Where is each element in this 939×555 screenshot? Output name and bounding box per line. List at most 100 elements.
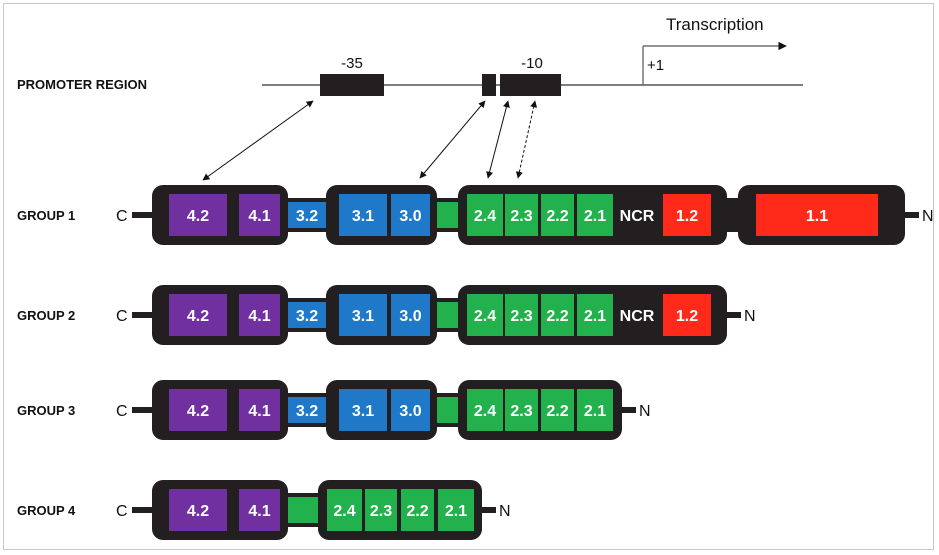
- box-extended-minus10: [482, 74, 496, 96]
- segment-3-0: [391, 194, 430, 236]
- segment-1-1: [756, 194, 878, 236]
- segment-label-ncr: NCR: [620, 208, 655, 225]
- segment-2-1: [577, 294, 613, 336]
- segment-2-2: [401, 489, 434, 531]
- group-label: GROUP 2: [17, 308, 75, 323]
- c-terminus-tail: [132, 212, 152, 218]
- segment-3-0: [391, 294, 430, 336]
- segment-4-1: [239, 489, 280, 531]
- segment-label-2-1: 2.1: [584, 308, 606, 325]
- segment-2-4: [467, 194, 503, 236]
- box-minus35: [320, 74, 384, 96]
- n-terminus-label: N: [499, 503, 511, 520]
- n-terminus-tail: [482, 507, 496, 513]
- diagram-frame: [3, 3, 934, 550]
- segment-2-1: [577, 194, 613, 236]
- segment-label-4-1: 4.1: [248, 308, 270, 325]
- segment-label-3-0: 3.0: [399, 308, 421, 325]
- box-minus10: [500, 74, 561, 96]
- segment-label-2-2: 2.2: [546, 208, 568, 225]
- segment-label-2-4: 2.4: [333, 503, 355, 520]
- segment-label-1-2: 1.2: [676, 208, 698, 225]
- segment-4-2: [169, 294, 227, 336]
- interaction-arrows: [202, 100, 538, 181]
- segment-2-3: [505, 389, 538, 431]
- segment-2-2: [541, 194, 574, 236]
- segment-label-2-1: 2.1: [584, 208, 606, 225]
- group-label: GROUP 1: [17, 208, 75, 223]
- segment-label-4-2: 4.2: [187, 308, 209, 325]
- segment-1-2: [663, 294, 711, 336]
- segment-3-1: [339, 294, 387, 336]
- segment-4-1: [239, 194, 280, 236]
- segment-label-3-2: 3.2: [296, 208, 318, 225]
- segment-label-2-1: 2.1: [445, 503, 467, 520]
- n-terminus-label: N: [744, 308, 756, 325]
- segment-label-3-1: 3.1: [352, 403, 374, 420]
- segment-4-2: [169, 389, 227, 431]
- arrow-minus10-to-2-3-dashed: [515, 100, 538, 179]
- segment-label-1-1: 1.1: [806, 208, 828, 225]
- promoter-region: PROMOTER REGION -35 -10 +1 Transcription: [17, 15, 803, 96]
- c-terminus-label: C: [116, 308, 128, 325]
- segment-4-1: [239, 389, 280, 431]
- segment-2-4: [467, 294, 503, 336]
- segment-2-2: [541, 389, 574, 431]
- linker: [435, 397, 460, 423]
- n-terminus-tail: [905, 212, 919, 218]
- segment-3-1: [339, 389, 387, 431]
- segment-label-3-1: 3.1: [352, 208, 374, 225]
- segment-label-4-1: 4.1: [248, 503, 270, 520]
- linker: [286, 497, 320, 523]
- group-label: GROUP 4: [17, 503, 76, 518]
- segment-label-3-2: 3.2: [296, 403, 318, 420]
- segment-label-4-1: 4.1: [248, 403, 270, 420]
- segment-2-2: [541, 294, 574, 336]
- group-label: GROUP 3: [17, 403, 75, 418]
- segment-label-4-2: 4.2: [187, 503, 209, 520]
- c-terminus-label: C: [116, 403, 128, 420]
- segment-label-2-2: 2.2: [546, 308, 568, 325]
- segment-label-2-3: 2.3: [510, 403, 532, 420]
- plus1-label: +1: [647, 57, 664, 74]
- segment-4-1: [239, 294, 280, 336]
- segment-label-2-2: 2.2: [546, 403, 568, 420]
- segment-2-4: [467, 389, 503, 431]
- segment-label-4-1: 4.1: [248, 208, 270, 225]
- arrow-ext-minus10-to-3-0: [419, 100, 486, 179]
- segment-label-3-2: 3.2: [296, 308, 318, 325]
- segment-1-2: [663, 194, 711, 236]
- arrow-minus35-to-4-2: [202, 100, 314, 181]
- segment-label-4-2: 4.2: [187, 208, 209, 225]
- segment-3-2: [290, 398, 324, 422]
- linker: [435, 202, 460, 228]
- c-terminus-tail: [132, 407, 152, 413]
- segment-label-2-3: 2.3: [510, 208, 532, 225]
- segment-2-1: [577, 389, 613, 431]
- segment-4-2: [169, 194, 227, 236]
- segment-2-3: [505, 194, 538, 236]
- segment-label-4-2: 4.2: [187, 403, 209, 420]
- segment-3-0: [391, 389, 430, 431]
- arrow-minus10-to-2-4: [486, 100, 510, 179]
- segment-label-3-0: 3.0: [399, 403, 421, 420]
- segment-label-3-0: 3.0: [399, 208, 421, 225]
- segment-label-2-2: 2.2: [406, 503, 428, 520]
- segment-3-1: [339, 194, 387, 236]
- segment-label-2-4: 2.4: [474, 208, 496, 225]
- segment-3-2: [290, 203, 324, 227]
- segment-label-2-4: 2.4: [474, 403, 496, 420]
- segment-label-1-2: 1.2: [676, 308, 698, 325]
- segment-3-2: [290, 303, 324, 327]
- segment-2-4: [327, 489, 362, 531]
- c-terminus-tail: [132, 312, 152, 318]
- segment-label-2-3: 2.3: [370, 503, 392, 520]
- linker: [435, 302, 460, 328]
- promoter-region-label: PROMOTER REGION: [17, 77, 147, 92]
- transcription-label: Transcription: [666, 15, 764, 34]
- segment-label-2-1: 2.1: [584, 403, 606, 420]
